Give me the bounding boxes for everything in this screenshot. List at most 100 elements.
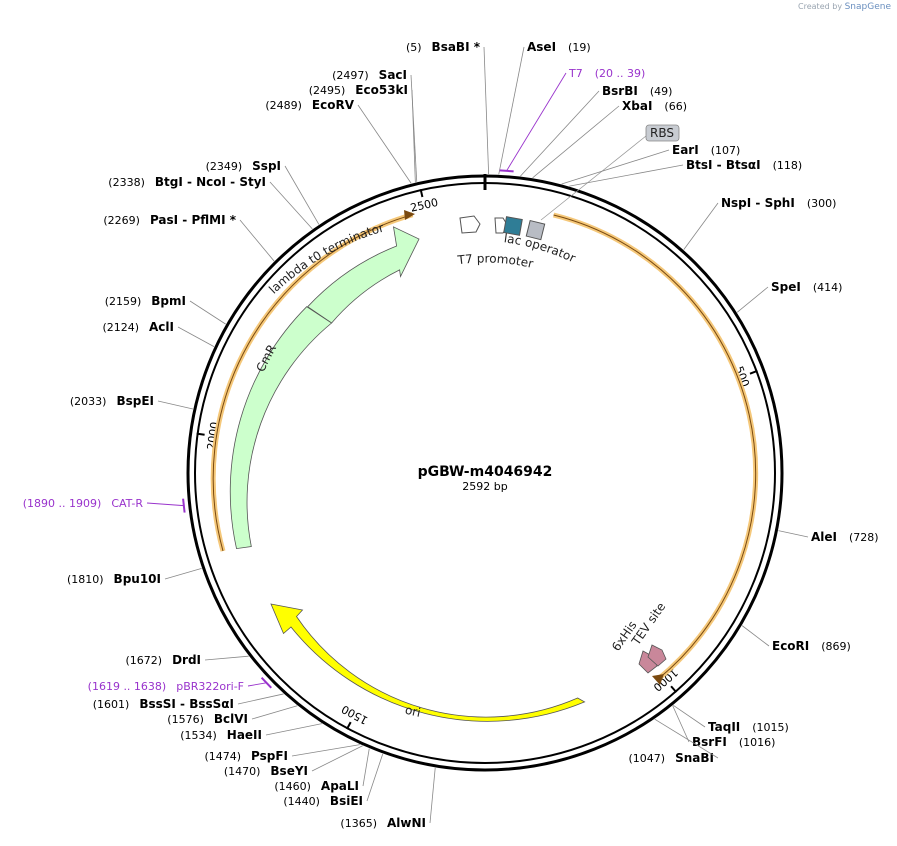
scale-tick (346, 721, 352, 730)
site-alei[interactable]: AleI(728) (778, 530, 879, 544)
site-alwni[interactable]: AlwNI(1365) (340, 767, 436, 830)
scale-tick-label: 2500 (409, 196, 439, 215)
site-position: (869) (821, 640, 851, 653)
left-orange-arc-head (404, 210, 415, 220)
site-leader (189, 300, 226, 325)
primer-bar (182, 498, 186, 513)
primer-sites: T7(20 .. 39) CAT-R(1890 .. 1909) pBR322ori… (23, 67, 646, 693)
site-name: NspI - SphI (721, 196, 795, 210)
cmr-arrow (229, 306, 333, 550)
rbs-leader (540, 135, 647, 221)
site-nspi[interactable]: NspI - SphI(300) (683, 196, 837, 250)
site-position: (19) (568, 41, 591, 54)
site-name: BsiEI (330, 794, 363, 808)
site-leader (251, 705, 298, 720)
primer-pbr322ori-f[interactable]: pBR322ori-F(1619 .. 1638) (88, 677, 272, 693)
site-name: BsrFI (692, 735, 727, 749)
site-position: (1672) (125, 654, 162, 667)
site-bsssi[interactable]: BssSI - BssSαI(1601) (93, 693, 284, 711)
site-name: AseI (527, 40, 556, 54)
site-eari[interactable]: EarI(107) (561, 143, 741, 185)
site-bspei[interactable]: BspEI(2033) (70, 394, 194, 410)
primer-bar (260, 677, 272, 689)
site-spei[interactable]: SpeI(414) (736, 280, 842, 313)
site-bpmi[interactable]: BpmI(2159) (105, 294, 226, 325)
site-position: (2497) (332, 69, 369, 82)
site-position: (1534) (180, 729, 217, 742)
site-pasi[interactable]: PasI - PflMI * (2269) (103, 213, 275, 262)
site-name: BtsI - BtsαI (686, 158, 761, 172)
lac-operator-box (503, 216, 523, 236)
site-bseyi[interactable]: BseYI(1470) (224, 745, 363, 778)
site-name: BsaBI * (432, 40, 481, 54)
site-leader (673, 704, 706, 728)
primer-name: pBR322ori-F (176, 680, 244, 693)
primer-t7[interactable]: T7(20 .. 39) (499, 67, 646, 173)
site-acli[interactable]: AclI(2124) (102, 320, 215, 347)
site-leader (237, 693, 284, 705)
site-leader (164, 568, 202, 580)
site-position: (1047) (629, 752, 666, 765)
t7-promoter-arrow (459, 215, 481, 234)
site-bsrfi[interactable]: BsrFI(1016) (672, 705, 776, 749)
site-position: (1474) (204, 750, 241, 763)
site-bsrbi[interactable]: BsrBI(49) (520, 84, 672, 177)
site-xbai[interactable]: XbaI(66) (532, 99, 687, 179)
site-position: (107) (711, 144, 741, 157)
site-position: (1460) (274, 780, 311, 793)
site-name: PasI - PflMI * (150, 213, 237, 227)
primer-cat-r[interactable]: CAT-R(1890 .. 1909) (23, 497, 186, 513)
site-position: (5) (406, 41, 422, 54)
primer-leader (247, 682, 267, 687)
site-pspfi[interactable]: PspFI(1474) (204, 744, 361, 763)
rbs-label-box (645, 124, 680, 142)
plasmid-name: pGBW-m4046942 (418, 464, 553, 480)
site-btsi[interactable]: BtsI - BtsαI (118) (569, 158, 803, 187)
site-bsiei[interactable]: BsiEI(1440) (283, 753, 384, 808)
site-taqii[interactable]: TaqII(1015) (673, 704, 789, 734)
site-name: HaeII (227, 728, 262, 742)
site-asei[interactable]: AseI (19) (498, 40, 591, 175)
site-bclvi[interactable]: BclVI(1576) (167, 705, 298, 726)
site-leader (683, 202, 719, 250)
t7-promoter-label: T7 promoter (456, 251, 535, 270)
site-leader (532, 105, 620, 179)
site-leader (204, 655, 249, 661)
primer-name: CAT-R (111, 497, 143, 510)
site-saci[interactable]: SacI(2497) (332, 68, 418, 182)
site-bpu10i[interactable]: Bpu10I(1810) (67, 568, 202, 586)
scale-tick-label: 1500 (339, 702, 370, 727)
site-position: (2269) (103, 214, 140, 227)
scale-tick (749, 369, 758, 375)
site-leader (311, 745, 363, 772)
site-leader (741, 625, 770, 647)
site-leader (483, 46, 490, 175)
orf-arc-head (652, 674, 664, 685)
scale-tick (419, 188, 424, 198)
site-leader (265, 723, 322, 736)
site-position: (118) (773, 159, 803, 172)
site-btgi[interactable]: BtgI - NcoI - StyI(2338) (108, 175, 313, 230)
tev-arrow (647, 644, 667, 667)
site-leader (366, 753, 384, 802)
site-leader (357, 104, 412, 184)
site-snabi[interactable]: SnaBI(1047) (629, 718, 719, 765)
site-leader (239, 219, 275, 262)
primer-leader (506, 72, 567, 172)
credit-prefix: Created by (798, 2, 843, 11)
rbs-box (525, 219, 546, 241)
site-apali[interactable]: ApaLI(1460) (274, 748, 370, 793)
site-ecorv[interactable]: EcoRV(2489) (265, 98, 412, 184)
snapgene-logo: SnapGene (844, 2, 891, 12)
site-leader (736, 286, 769, 313)
site-name: BsrBI (602, 84, 638, 98)
site-bsabi[interactable]: BsaBI * (5) (406, 40, 490, 175)
site-leader (778, 530, 809, 538)
site-sspi[interactable]: SspI(2349) (206, 159, 320, 225)
site-leader (498, 46, 525, 175)
site-position: (1365) (340, 817, 377, 830)
site-drdi[interactable]: DrdI(1672) (125, 653, 249, 667)
site-haeii[interactable]: HaeII (1534) (180, 723, 322, 742)
site-ecori[interactable]: EcoRI(869) (741, 625, 851, 653)
